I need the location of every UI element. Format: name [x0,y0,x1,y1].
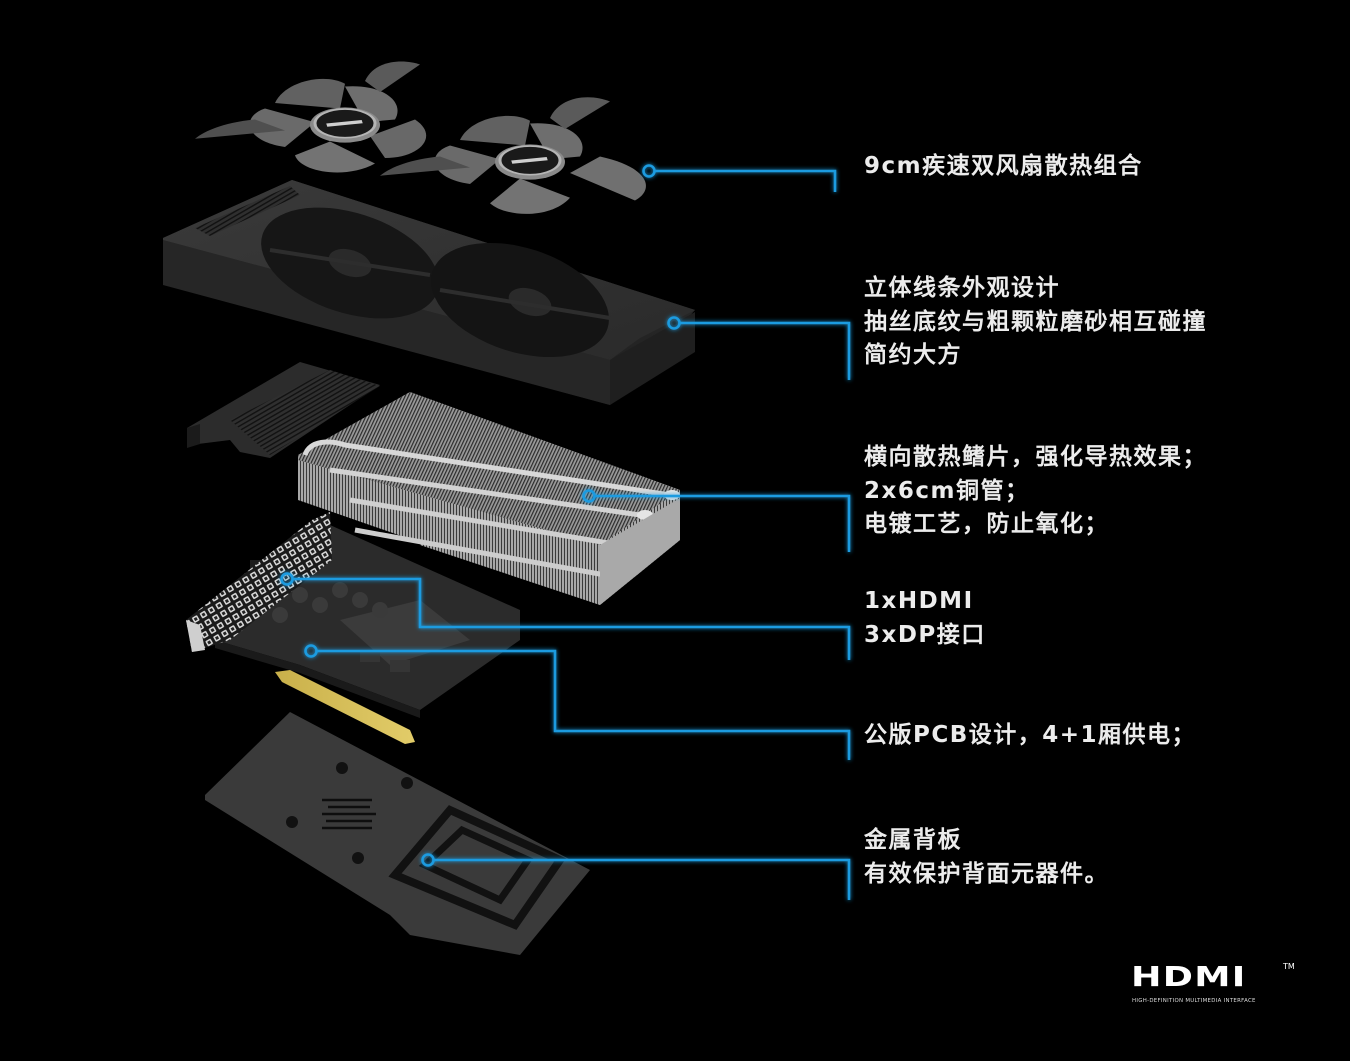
fan-left [195,61,427,173]
hdmi-logo-word: HDMI [1131,960,1247,993]
feature-heatsink-line-3: 电镀工艺，防止氧化； [864,511,1109,537]
backplate [205,712,590,955]
feature-backplate: 金属背板 有效保护背面元器件。 [864,824,1109,891]
feature-backplate-line-1: 金属背板 [864,827,962,853]
feature-fans: 9cm疾速双风扇散热组合 [864,150,1143,184]
feature-shroud-line-1: 立体线条外观设计 [864,275,1060,301]
hdmi-logo: HDMI TM HIGH-DEFINITION MULTIMEDIA INTER… [1131,962,1301,1008]
feature-backplate-line-2: 有效保护背面元器件。 [864,860,1109,887]
leader-lines [280,164,1118,902]
leader-fans [642,164,1115,194]
main-heatsink [298,392,680,605]
feature-shroud-line-3: 简约大方 [864,342,962,368]
leader-backplate [421,853,1118,902]
leader-shroud [667,316,1118,382]
feature-heatsink-line-1: 横向散热鳍片，强化导热效果； [864,444,1207,470]
fan-right [380,97,646,214]
hdmi-logo-trademark: TM [1283,962,1295,971]
feature-io-line-2: 3xDP接口 [864,621,986,648]
feature-heatsink-line-2: 2x6cm铜管； [864,477,1030,504]
feature-pcb: 公版PCB设计，4+1厢供电； [864,719,1196,753]
backplate-vent [322,798,376,830]
hdmi-logo-tagline: HIGH-DEFINITION MULTIMEDIA INTERFACE [1132,998,1256,1004]
feature-io: 1xHDMI 3xDP接口 [864,585,986,652]
feature-shroud-line-2: 抽丝底纹与粗颗粒磨砂相互碰撞 [864,308,1207,335]
shroud [163,180,695,405]
feature-shroud: 立体线条外观设计 抽丝底纹与粗颗粒磨砂相互碰撞 简约大方 [864,272,1207,373]
leader-heatsink [582,489,1118,554]
feature-pcb-line-1: 公版PCB设计，4+1厢供电； [864,722,1197,748]
feature-fans-line-1: 9cm疾速双风扇散热组合 [864,153,1143,179]
pcb [186,512,520,744]
feature-heatsink: 横向散热鳍片，强化导热效果； 2x6cm铜管； 电镀工艺，防止氧化； [864,441,1207,542]
vrm-heatsink [187,362,380,458]
leader-pcb [304,644,1118,762]
leader-io [280,572,1118,662]
feature-io-line-1: 1xHDMI [864,588,974,614]
